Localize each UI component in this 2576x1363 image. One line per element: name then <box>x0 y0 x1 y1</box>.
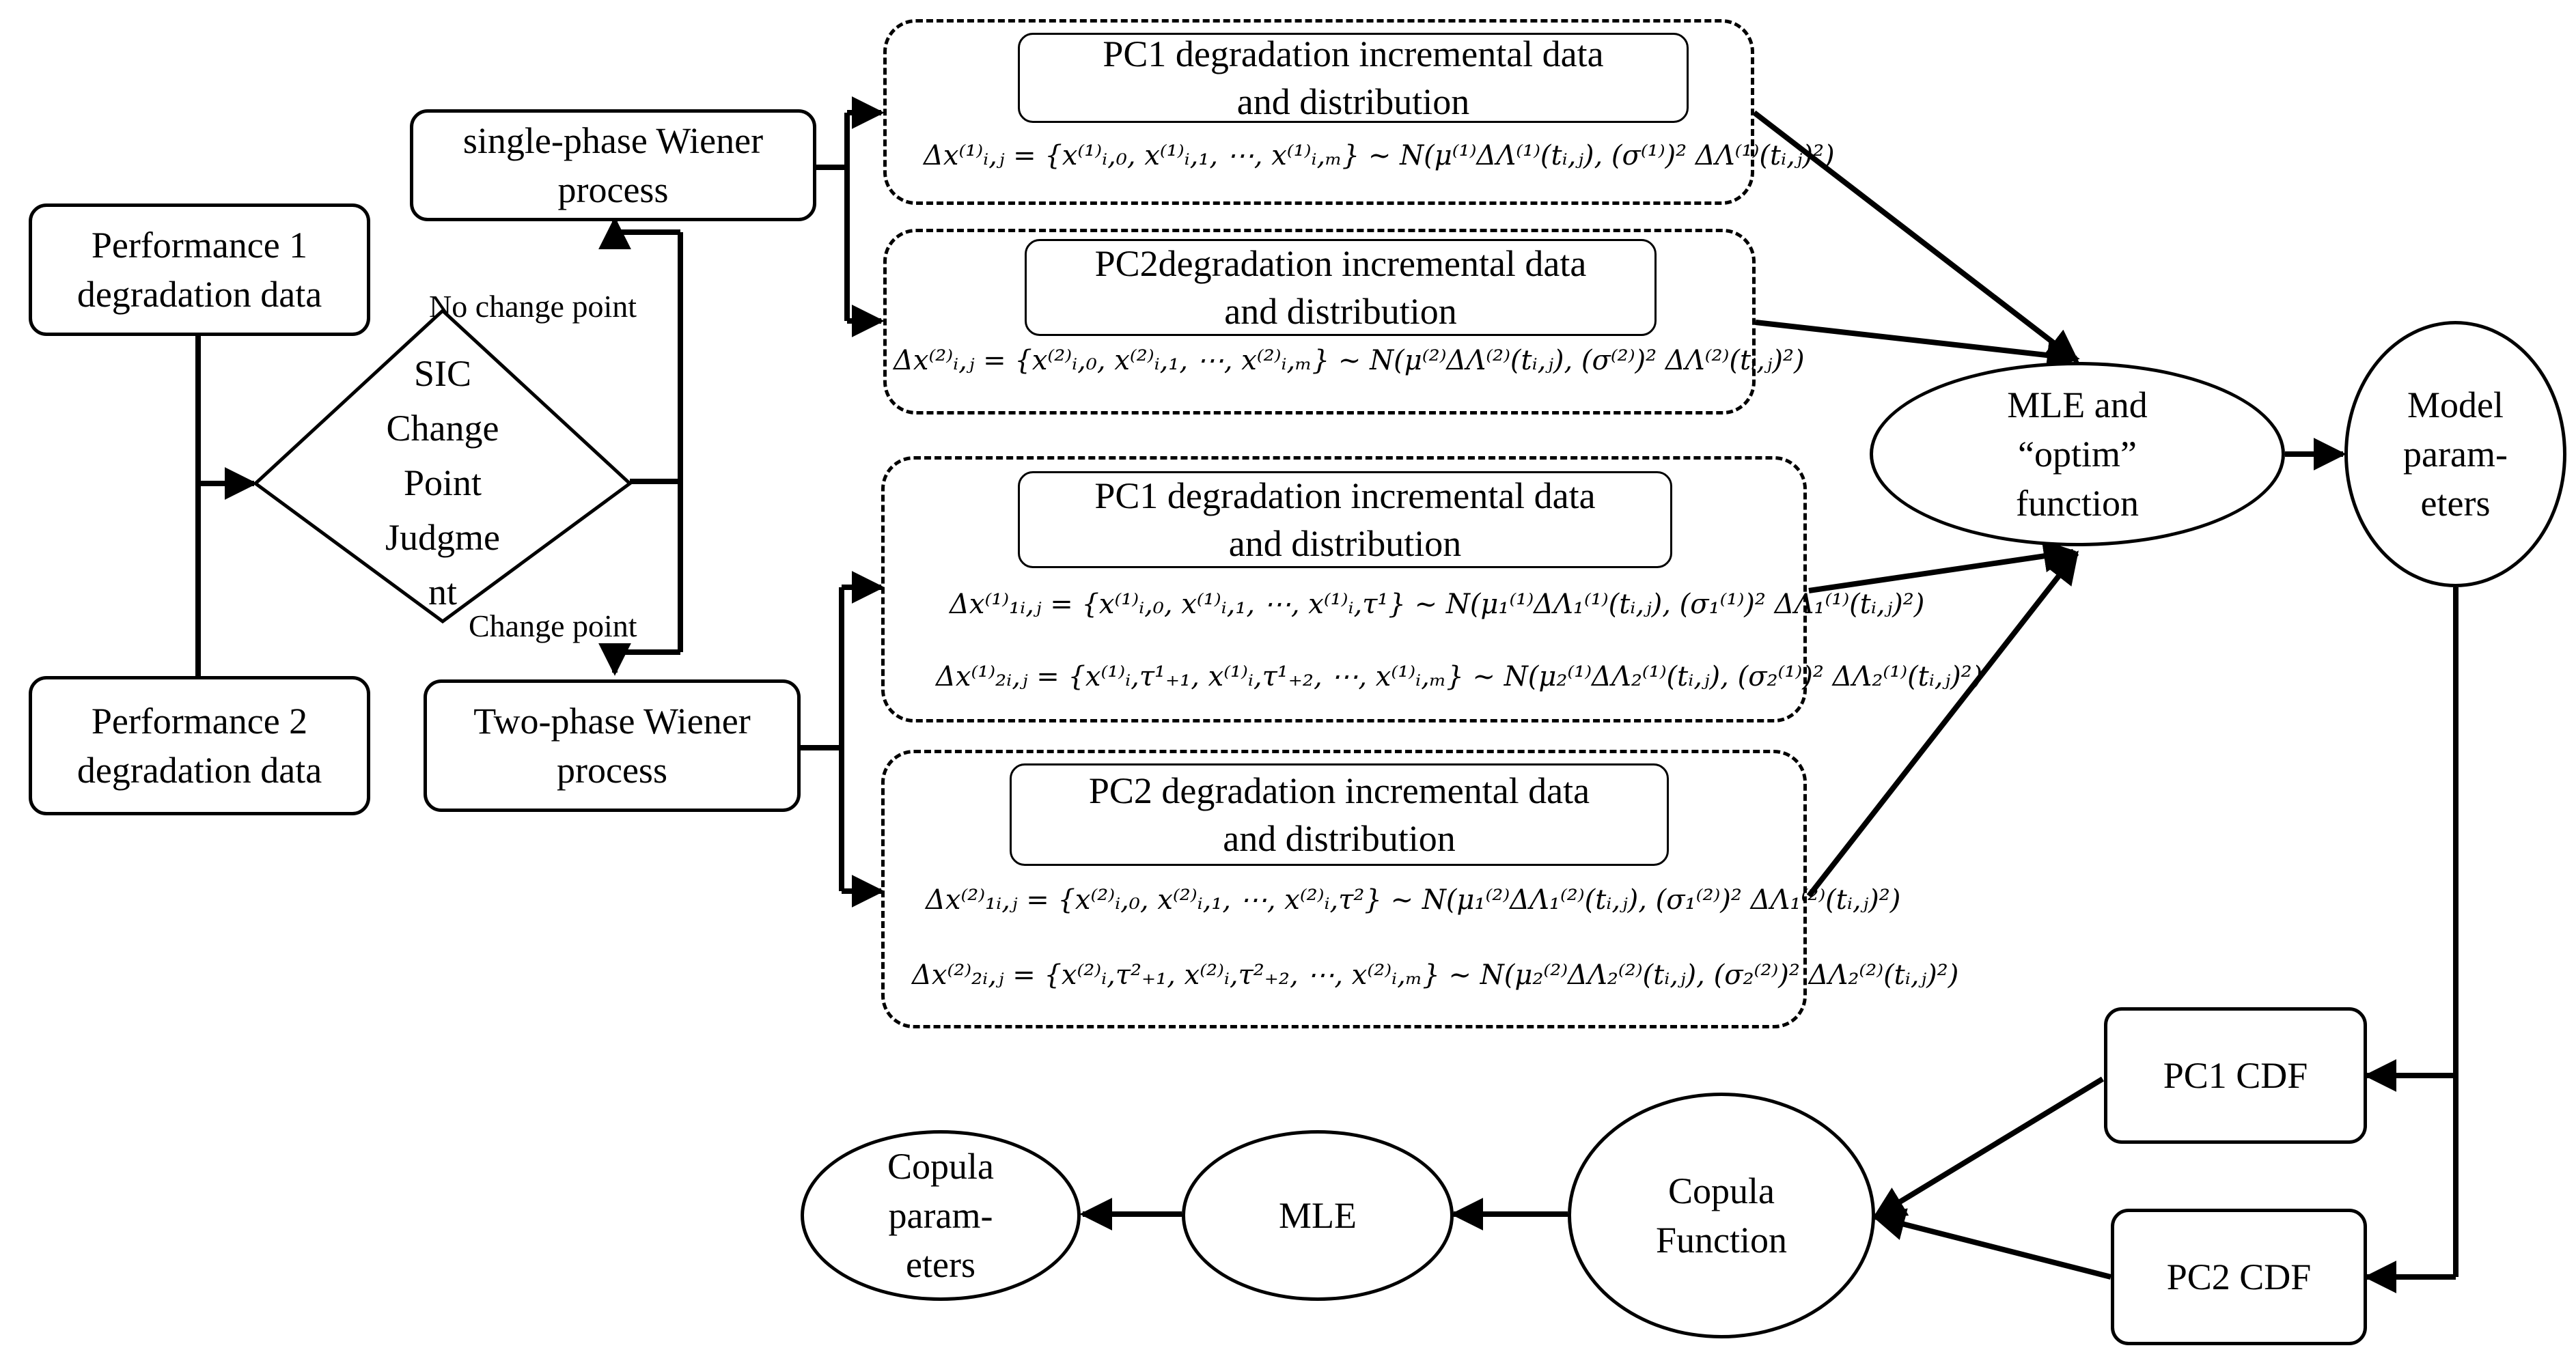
arrow-g3-mle <box>1808 539 2077 593</box>
pc1-single-formula: Δx⁽¹⁾ᵢ,ⱼ = {x⁽¹⁾ᵢ,₀, x⁽¹⁾ᵢ,₁, ⋯, x⁽¹⁾ᵢ,ₘ… <box>924 140 1835 171</box>
pc1-cdf-node: PC1 CDF <box>2104 1007 2367 1144</box>
pc1-two-title: PC1 degradation incremental data and dis… <box>1018 471 1672 568</box>
copula-function-node: Copula Function <box>1568 1093 1875 1338</box>
arrow-g2-mle <box>1755 320 2080 372</box>
arrow-pc2cdf-copula <box>1872 1208 2111 1280</box>
arrow-g4-mle <box>1806 550 2079 898</box>
decision-diamond <box>253 308 633 624</box>
model-parameters-node: Model param- eters <box>2344 321 2566 587</box>
pc1-two-phase-group <box>881 456 1807 722</box>
pc2-single-formula: Δx⁽²⁾ᵢ,ⱼ = {x⁽²⁾ᵢ,₀, x⁽²⁾ᵢ,₁, ⋯, x⁽²⁾ᵢ,ₘ… <box>894 345 1805 376</box>
arrow-pc1cdf-copula <box>1872 1076 2105 1220</box>
single-phase-wiener-node: single-phase Wiener process <box>410 109 816 221</box>
performance-1-node: Performance 1 degradation data <box>29 203 370 336</box>
change-point-label: Change point <box>469 608 637 643</box>
two-phase-wiener-node: Two-phase Wiener process <box>424 679 801 812</box>
pc2-two-formula-2: Δx⁽²⁾₂ᵢ,ⱼ = {x⁽²⁾ᵢ,τ²₊₁, x⁽²⁾ᵢ,τ²₊₂, ⋯, … <box>912 959 1959 991</box>
pc2-single-phase-group <box>883 229 1756 414</box>
mle-optim-node: MLE and “optim” function <box>1870 362 2285 546</box>
pc2-two-title: PC2 degradation incremental data and dis… <box>1010 763 1669 866</box>
arrow-g1-mle <box>1752 110 2079 363</box>
copula-parameters-node: Copula param- eters <box>801 1130 1081 1301</box>
mle-node: MLE <box>1182 1130 1454 1301</box>
pc1-single-phase-group <box>883 19 1754 205</box>
pc2-cdf-node: PC2 CDF <box>2111 1209 2367 1345</box>
pc1-two-formula-1: Δx⁽¹⁾₁ᵢ,ⱼ = {x⁽¹⁾ᵢ,₀, x⁽¹⁾ᵢ,₁, ⋯, x⁽¹⁾ᵢ,… <box>950 589 1925 620</box>
no-change-point-label: No change point <box>429 289 637 324</box>
pc2-single-title: PC2degradation incremental data and dist… <box>1025 239 1657 336</box>
pc2-two-formula-1: Δx⁽²⁾₁ᵢ,ⱼ = {x⁽²⁾ᵢ,₀, x⁽²⁾ᵢ,₁, ⋯, x⁽²⁾ᵢ,… <box>926 884 1901 916</box>
pc2-two-phase-group <box>881 750 1807 1028</box>
pc1-single-title: PC1 degradation incremental data and dis… <box>1018 33 1689 123</box>
sic-decision-label: SIC Change Point Judgme nt <box>385 353 500 613</box>
pc1-two-formula-2: Δx⁽¹⁾₂ᵢ,ⱼ = {x⁽¹⁾ᵢ,τ¹₊₁, x⁽¹⁾ᵢ,τ¹₊₂, ⋯, … <box>936 661 1983 692</box>
performance-2-node: Performance 2 degradation data <box>29 676 370 815</box>
